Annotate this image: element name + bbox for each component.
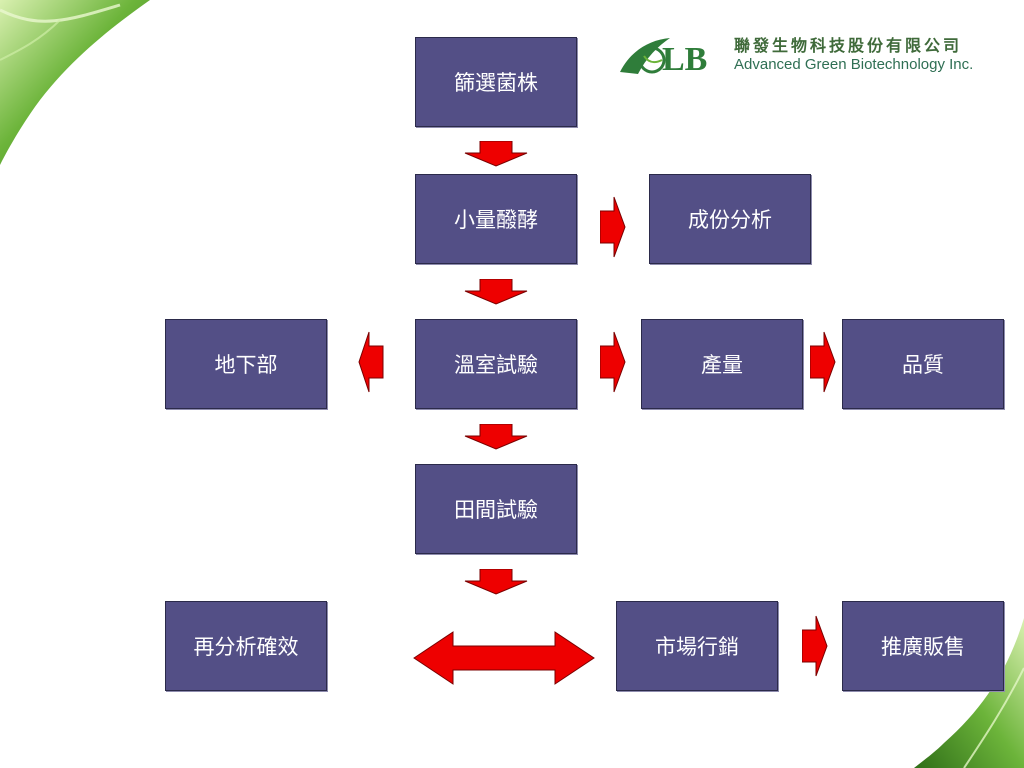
leaf-decoration-top-left xyxy=(0,0,150,165)
svg-text:LB: LB xyxy=(662,41,707,78)
greenhouse-test-box: 溫室試驗 xyxy=(415,319,577,409)
down-arrow-1 xyxy=(464,141,528,167)
down-arrow-3 xyxy=(464,424,528,450)
screening-box: 篩選菌株 xyxy=(415,37,577,127)
company-name-chinese: 聯發生物科技股份有限公司 xyxy=(734,36,963,55)
small-fermentation-box: 小量醱酵 xyxy=(415,174,577,264)
left-arrow-greenhouse-to-underground xyxy=(358,331,384,393)
component-analysis-box: 成份分析 xyxy=(649,174,811,264)
leaf-decoration-bottom-right xyxy=(914,618,1024,768)
right-arrow-yield-to-quality xyxy=(810,331,836,393)
field-test-box: 田間試驗 xyxy=(415,464,577,554)
right-arrow-greenhouse-to-yield xyxy=(600,331,626,393)
company-name-english: Advanced Green Biotechnology Inc. xyxy=(734,56,974,73)
yield-box: 產量 xyxy=(641,319,803,409)
quality-box: 品質 xyxy=(842,319,1004,409)
down-arrow-4 xyxy=(464,569,528,595)
right-arrow-marketing-to-sales xyxy=(802,615,828,677)
reanalysis-box: 再分析確效 xyxy=(165,601,327,691)
right-arrow-fermentation-to-analysis xyxy=(600,196,626,258)
promotion-sales-box: 推廣販售 xyxy=(842,601,1004,691)
company-logo: LB 聯發生物科技股份有限公司 Advanced Green Biotechno… xyxy=(618,30,1008,82)
agb-logo-icon: LB xyxy=(620,38,707,78)
underground-box: 地下部 xyxy=(165,319,327,409)
marketing-box: 市場行銷 xyxy=(616,601,778,691)
down-arrow-2 xyxy=(464,279,528,305)
double-arrow-reanalysis-marketing xyxy=(413,631,595,685)
